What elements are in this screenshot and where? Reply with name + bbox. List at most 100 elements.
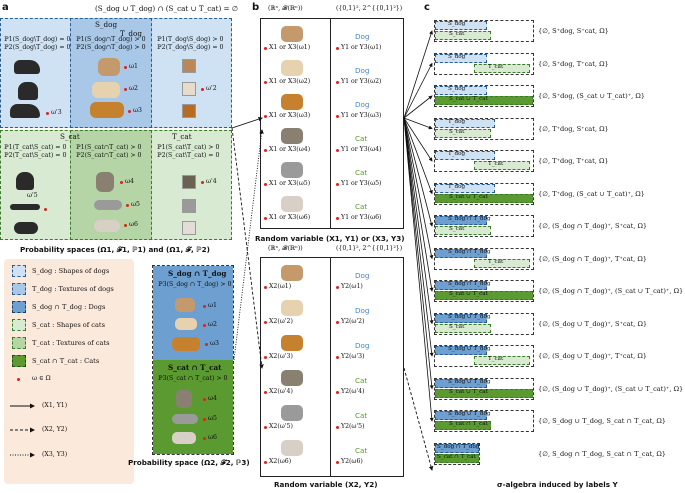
sigma-algebra-label: {∅, S⁺dog, S⁺cat, Ω} [538,27,609,35]
sigma-row-box [434,442,480,465]
fan-arrow [403,30,433,119]
rv-bottom-caption: Random variable (X2, Y2) [274,480,378,489]
cat-set-label: T_cat [488,161,504,167]
legend-swatch [12,283,26,295]
omega-label: ω1 [129,63,138,70]
sigma-algebra-label: {∅, (S_dog ∪ T_dog)⁺, T⁺cat, Ω} [538,352,648,360]
legend-swatch [12,355,26,367]
rv-class-label: Dog [355,32,370,41]
omega-label: ω2 [208,321,217,328]
dog-set-label: T_dog [448,183,466,190]
t-cat-label: T_cat [172,132,192,141]
omega-label: ω1 [208,302,217,309]
rv-class-label: Cat [355,411,368,420]
cat-photo-icon [94,220,120,232]
sigma-row-box [434,215,534,237]
dog-set-bar [435,281,487,290]
rv-box-top [260,18,404,229]
dog-prob: ℙ1(S_dog∩T_dog) > 0 [76,36,146,43]
rv-x-label: X1 or X3(ω6) [269,214,311,221]
sample-dot [336,183,339,186]
rv-top-caption: Random variable (X1, Y1) or (X3, Y3) [255,234,405,243]
rv-class-label: Dog [355,341,370,350]
rv-y-label: Y1 or Y3(ω5) [341,180,382,187]
rv-class-label: Dog [355,100,370,109]
cat-silhouette-icon [16,172,34,190]
dog-photo-icon [175,318,197,330]
sample-dot [264,81,267,84]
rv-x-label: X1 or X3(ω4) [269,146,311,153]
cat-texture-icon [182,199,196,213]
fan-arrow [403,117,434,227]
cat-set-label: S_cat [449,323,465,330]
panel-letter-c: c [424,2,430,13]
omega-label: ω'3 [51,109,62,116]
cat-set-title: S_cat ∩ T_cat [168,363,222,372]
cat-set-label: S_cat [449,31,465,37]
rv-right-header: ({0,1}², 2^{{0,1}²}) [336,5,403,12]
sample-dot [264,149,267,152]
sample-dot [264,47,267,50]
cat-set-bar [435,31,491,40]
dog-texture-icon [182,82,196,96]
cat-prob: ℙ2(T_cat\S_cat) = 0 [4,152,67,159]
cat-set-bar [474,161,530,170]
legend-label: (X1, Y1) [42,402,68,409]
top-formula: (S_dog ∪ T_dog) ∩ (S_cat ∪ T_cat) = ∅ [95,4,239,13]
dog-photo-icon [281,300,303,316]
omega-label: ω2 [129,85,138,92]
omega-label: ω3 [210,340,219,347]
sample-dot [336,217,339,220]
sample-dot [203,324,206,327]
dog-set-title: S_dog ∩ T_dog [168,269,227,278]
dog-set-bar [435,248,487,258]
cat-set-label: T_cat [488,258,504,265]
rv-y-label: Y2(ω1) [341,283,363,290]
dog-photo-icon [281,94,303,110]
sample-dot [120,181,123,184]
dog-prob: ℙ2(S_dog∩T_dog) > 0 [76,44,146,51]
sample-dot [264,356,267,359]
fan-arrow [403,117,434,260]
legend-swatch [12,319,26,331]
sample-dot [201,181,204,184]
dog-photo-icon [92,82,120,98]
fan-arrow [403,117,433,195]
cat-set-bar [435,96,533,105]
legend-arrows [10,403,35,458]
legend-label: T_dog : Textures of dogs [32,285,114,293]
rv-x-label: X2(ω'2) [269,318,293,325]
rv-class-label: Cat [355,202,368,211]
legend-swatch [12,265,26,277]
cat-set-bar [435,388,533,398]
sample-dot [336,426,339,429]
omega-label: ω3 [133,107,142,114]
prob-space-3-caption: Probability space (Ω2, 𝓕2, ℙ3) [128,458,250,467]
sigma-algebra-label: {∅, S_dog ∩ T_dog, S_cat ∩ T_cat, Ω} [538,449,666,458]
dog-set-bar [435,443,479,453]
rv-y-label: Y1 or Y3(ω4) [341,146,382,153]
sample-dot [46,112,49,115]
dog-set-bar [435,53,487,63]
dog-photo-icon [172,337,200,351]
sample-dot [336,286,339,289]
cat-set-bar [435,193,533,203]
rv-y-label: Y2(ω'2) [341,318,365,325]
rv-class-label: Cat [355,376,368,385]
sigma-row-box [434,20,534,42]
rv-class-label: Cat [355,134,368,143]
omega-label: ω4 [208,395,217,402]
sigma-algebra-label: {∅, T⁺dog, T⁺cat, Ω} [538,157,609,165]
sample-dot [264,115,267,118]
sigma-row-box [434,52,534,75]
fan-arrow [403,95,433,119]
sample-dot [124,66,127,69]
dog-set-label: S_dog ∩ T_dog [448,216,491,222]
